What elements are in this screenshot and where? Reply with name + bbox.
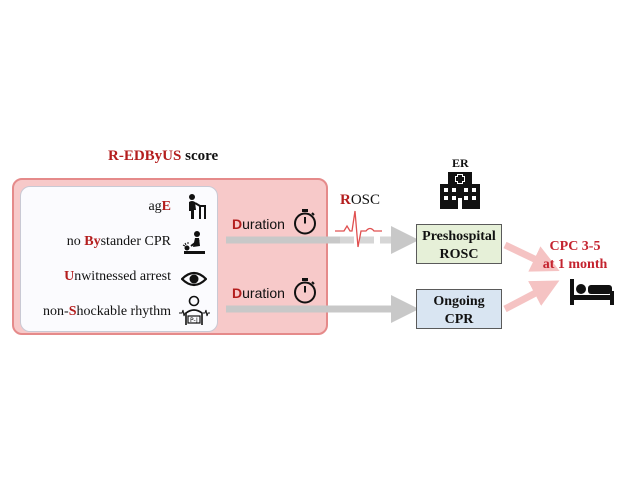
factor-bystander-pre: no <box>66 234 85 249</box>
factor-unwitnessed-post: nwitnessed arrest <box>74 269 171 284</box>
ongoing-line2: CPR <box>444 312 474 327</box>
duration-lower-rest: uration <box>242 285 285 301</box>
hospital-icon <box>440 172 480 209</box>
factor-nonshockable-post: hockable rhythm <box>76 304 171 319</box>
duration-lower-key: D <box>232 285 243 301</box>
rosc-label: ROSC <box>340 192 380 209</box>
ecg-waveform-icon <box>335 210 382 248</box>
factor-bystander: no Bystander CPR <box>67 234 171 250</box>
factor-age-key: E <box>161 199 171 214</box>
factor-age: agE <box>148 199 171 215</box>
final-outcome: CPC 3-5 at 1 month <box>535 238 615 274</box>
ongoing-line1: Ongoing <box>433 294 485 309</box>
elderly-walker-icon <box>189 194 206 219</box>
factor-unwitnessed-key: U <box>64 269 75 284</box>
rosc-rest: OSC <box>350 192 381 208</box>
outcome-arrow-lower <box>503 280 560 313</box>
factor-nonshockable-key: S <box>68 304 77 319</box>
score-title: R-EDByUS score <box>108 148 218 165</box>
factor-age-pre: ag <box>148 199 162 214</box>
cpr-person-icon <box>182 231 205 254</box>
factor-bystander-key: By <box>84 234 101 249</box>
factor-nonshockable: non-Shockable rhythm <box>43 304 171 320</box>
factor-unwitnessed: Unwitnessed arrest <box>64 269 171 285</box>
preshospital-line1: Preshospital <box>422 229 496 244</box>
eye-icon <box>181 271 207 287</box>
preshospital-rosc-box: Preshospital ROSC <box>416 224 502 264</box>
patient-rhythm-icon: P-J <box>179 295 210 325</box>
factor-bystander-post: stander CPR <box>100 234 171 249</box>
outcome-arrow-upper <box>503 241 560 272</box>
duration-label-lower: Duration <box>232 285 285 301</box>
score-title-suffix: score <box>181 148 219 164</box>
score-title-acronym: R-EDByUS <box>108 148 182 164</box>
rosc-key: R <box>340 192 351 208</box>
stopwatch-icon <box>294 209 316 235</box>
er-label: ER <box>452 156 469 170</box>
duration-upper-rest: uration <box>242 216 285 232</box>
factor-list-panel: agE no Bystander CPR Unwitnessed arrest … <box>20 186 218 332</box>
stopwatch-icon <box>294 278 316 304</box>
outcome-line2: at 1 month <box>542 257 608 272</box>
hospital-bed-icon <box>570 279 614 305</box>
duration-upper-key: D <box>232 216 243 232</box>
ongoing-cpr-box: Ongoing CPR <box>416 289 502 329</box>
preshospital-line2: ROSC <box>439 247 479 262</box>
svg-text:P-J: P-J <box>190 317 198 324</box>
factor-nonshockable-pre: non- <box>43 304 69 319</box>
duration-label-upper: Duration <box>232 216 285 232</box>
outcome-line1: CPC 3-5 <box>549 239 601 254</box>
